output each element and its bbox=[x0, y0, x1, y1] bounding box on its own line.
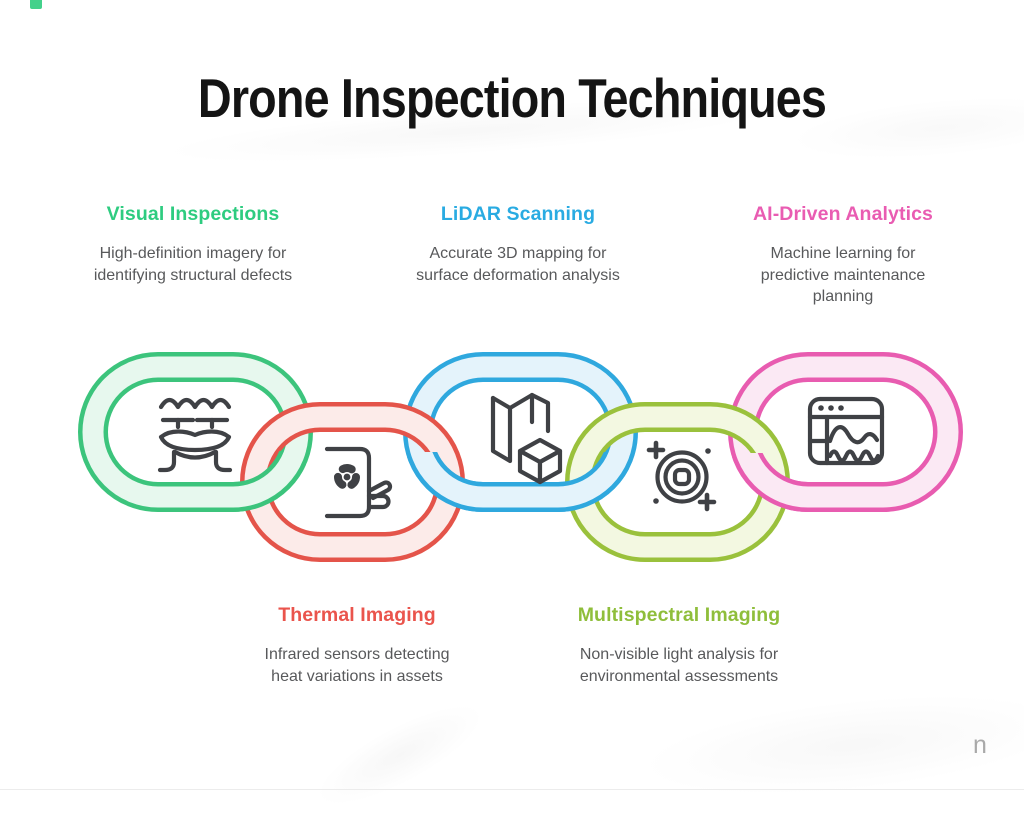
map-3d-cube-icon bbox=[490, 392, 563, 485]
technique-block-ai-analytics: AI-Driven Analytics Machine learning for… bbox=[725, 203, 961, 308]
page-title: Drone Inspection Techniques bbox=[197, 67, 827, 129]
technique-block-multispectral-imaging: Multispectral Imaging Non-visible light … bbox=[556, 604, 802, 687]
bottom-divider bbox=[0, 789, 1024, 790]
cube-right-face bbox=[537, 448, 563, 485]
technique-block-visual-inspections: Visual Inspections High-definition image… bbox=[75, 203, 311, 286]
technique-heading-visual: Visual Inspections bbox=[106, 203, 280, 225]
corner-mark bbox=[30, 0, 42, 9]
window-dot bbox=[838, 405, 844, 411]
technique-description-multispectral: Non-visible light analysis for environme… bbox=[579, 646, 779, 685]
technique-heading-multispectral: Multispectral Imaging bbox=[577, 604, 781, 626]
window-dot bbox=[818, 405, 824, 411]
technique-heading-thermal: Thermal Imaging bbox=[278, 604, 436, 626]
technique-description-ai: Machine learning for predictive maintena… bbox=[760, 245, 926, 305]
chain-link-diagram bbox=[78, 352, 963, 562]
technique-description-thermal: Infrared sensors detecting heat variatio… bbox=[264, 646, 450, 685]
analytics-window-icon bbox=[807, 396, 885, 466]
technique-heading-lidar: LiDAR Scanning bbox=[440, 203, 596, 225]
trefoil-center-dot bbox=[343, 473, 351, 481]
technique-description-lidar: Accurate 3D mapping for surface deformat… bbox=[416, 245, 620, 284]
technique-description-visual: High-definition imagery for identifying … bbox=[93, 245, 293, 284]
technique-block-lidar-scanning: LiDAR Scanning Accurate 3D mapping for s… bbox=[400, 203, 636, 286]
radiation-sensor-icon bbox=[324, 446, 393, 519]
sparkle-dot bbox=[653, 498, 659, 504]
sparkle-dot bbox=[705, 448, 711, 454]
technique-block-thermal-imaging: Thermal Imaging Infrared sensors detecti… bbox=[239, 604, 475, 687]
technique-heading-ai: AI-Driven Analytics bbox=[753, 203, 933, 225]
window-dot bbox=[828, 405, 834, 411]
lens-target-icon bbox=[646, 440, 717, 512]
watermark-n: n bbox=[973, 731, 987, 759]
drone-icon bbox=[157, 397, 233, 473]
